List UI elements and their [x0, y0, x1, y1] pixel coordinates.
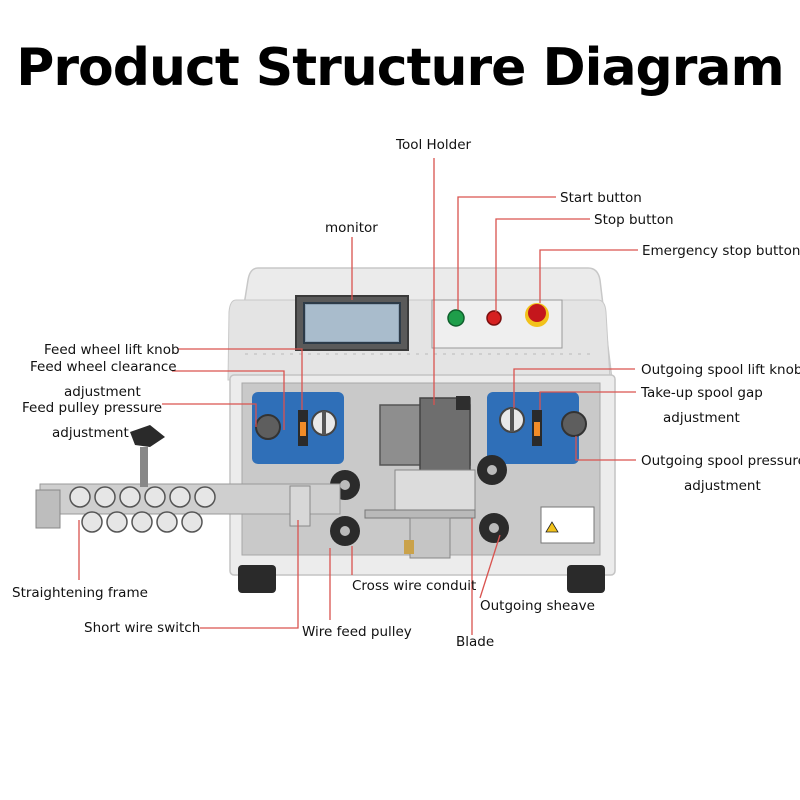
leader-start-button [457, 196, 556, 310]
label-stop-button: Stop button [594, 212, 674, 228]
leader-feed-pulley-pressure [162, 403, 257, 427]
label-feed-pulley-pressure-2: adjustment [52, 425, 129, 441]
leader-outgoing-sheave [479, 534, 501, 599]
page-title: Product Structure Diagram [16, 38, 784, 98]
start-button[interactable] [447, 309, 465, 327]
label-blade: Blade [456, 634, 495, 650]
label-cross-wire-conduit: Cross wire conduit [352, 578, 477, 594]
stop-button[interactable] [486, 310, 502, 326]
leader-stop-button [495, 218, 590, 312]
label-outgoing-spool-lift-knob: Outgoing spool lift knob [641, 362, 800, 378]
label-short-wire-switch: Short wire switch [84, 620, 201, 636]
left-blue-panel [252, 392, 344, 464]
emergency-stop-button[interactable] [528, 304, 546, 322]
cutting-area [364, 469, 476, 559]
right-blue-panel [487, 392, 587, 464]
label-feed-wheel-clearance-2: adjustment [64, 384, 141, 400]
label-tool-holder: Tool Holder [396, 137, 472, 153]
label-feed-wheel-lift-knob: Feed wheel lift knob [44, 342, 180, 358]
leader-feed-wheel-lift-knob [178, 348, 303, 410]
leader-outgoing-spool-pressure [575, 436, 636, 461]
monitor [295, 295, 409, 351]
short-wire-switch[interactable] [289, 485, 311, 527]
label-takeup-spool-gap-1: Take-up spool gap [641, 385, 763, 401]
button-panel [431, 299, 563, 349]
leader-short-wire-switch [200, 520, 299, 629]
label-outgoing-sheave: Outgoing sheave [480, 598, 595, 614]
label-emergency-stop-button: Emergency stop button [642, 243, 800, 259]
leader-takeup-spool-gap [539, 391, 636, 410]
label-feed-pulley-pressure-1: Feed pulley pressure [22, 400, 163, 416]
label-feed-wheel-clearance-1: Feed wheel clearance [30, 359, 177, 375]
leader-lines [78, 158, 638, 635]
label-straightening-frame: Straightening frame [12, 585, 148, 601]
tool-holder [379, 396, 471, 479]
leader-feed-wheel-clearance [172, 370, 285, 430]
label-outgoing-spool-pressure-1: Outgoing spool pressure [641, 453, 800, 469]
label-outgoing-spool-pressure-2: adjustment [684, 478, 761, 494]
warning-sticker [540, 506, 595, 544]
leader-emergency-stop [539, 249, 638, 303]
leader-outgoing-spool-lift-knob [513, 368, 635, 408]
straightening-frame [35, 425, 341, 533]
label-start-button: Start button [560, 190, 642, 206]
label-monitor: monitor [325, 220, 378, 236]
label-takeup-spool-gap-2: adjustment [663, 410, 740, 426]
label-wire-feed-pulley: Wire feed pulley [302, 624, 412, 640]
